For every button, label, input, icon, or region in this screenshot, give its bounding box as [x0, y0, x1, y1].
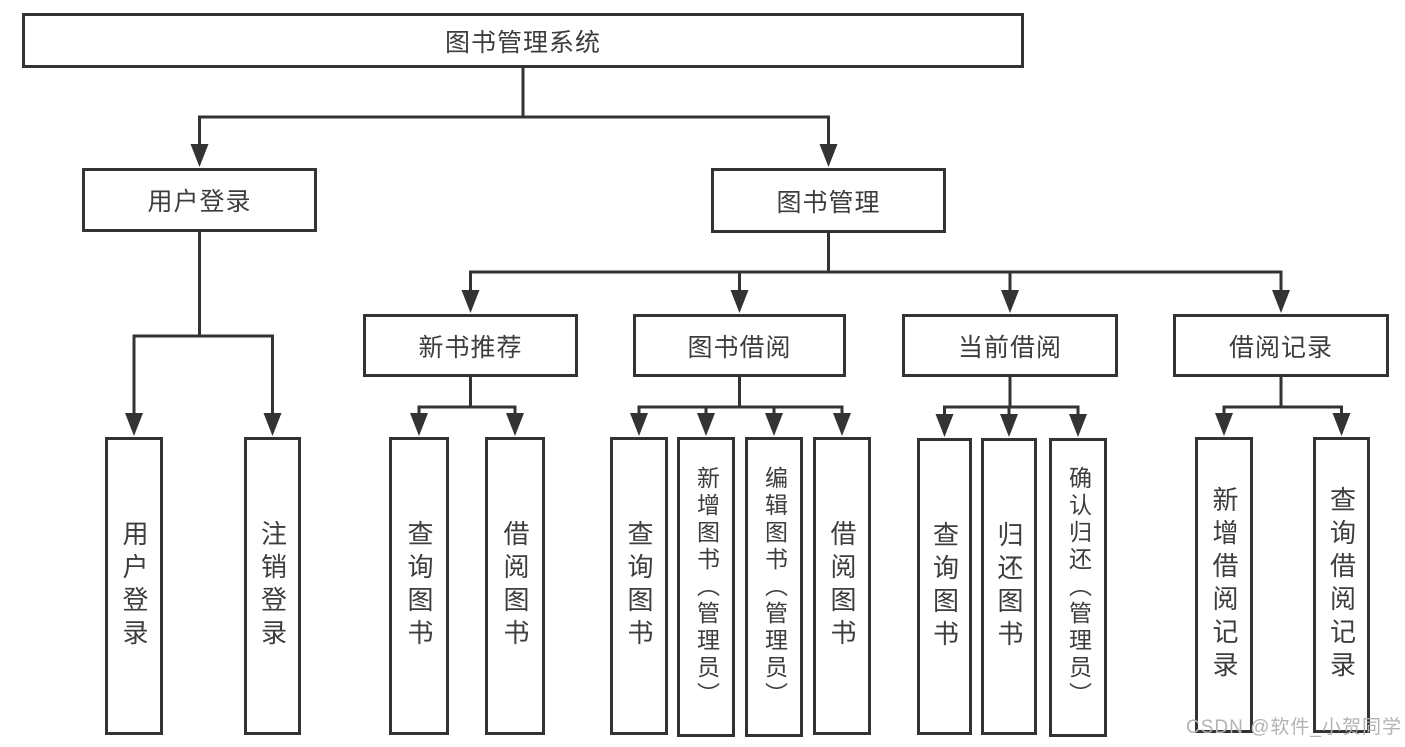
- node-cb-query-books: 查询图书: [917, 438, 972, 735]
- arrowhead: [1001, 290, 1019, 313]
- arrowhead: [630, 413, 648, 436]
- node-root: 图书管理系统: [22, 13, 1024, 68]
- arrowhead: [1215, 413, 1233, 436]
- node-label: 借阅图书: [500, 520, 530, 652]
- arrowhead: [410, 413, 428, 436]
- node-label: 当前借阅: [957, 333, 1062, 362]
- node-label: 借阅图书: [827, 520, 857, 652]
- node-label: 新书推荐: [418, 333, 523, 362]
- node-logout-leaf: 注销登录: [244, 437, 301, 735]
- node-user-login-leaf: 用户登录: [105, 437, 163, 735]
- arrowhead: [819, 144, 838, 167]
- arrowhead: [730, 290, 749, 313]
- arrowhead: [1069, 414, 1087, 437]
- arrowhead: [1272, 290, 1290, 313]
- arrowhead: [506, 413, 524, 436]
- arrowhead: [1332, 413, 1351, 436]
- arrowhead: [461, 290, 480, 313]
- node-rec-query-books: 查询图书: [389, 437, 449, 735]
- node-label: 新增图书（管理员）: [693, 465, 720, 709]
- arrowhead: [263, 413, 282, 436]
- node-rec-borrow-books: 借阅图书: [485, 437, 545, 735]
- node-label: 查询图书: [404, 520, 434, 652]
- arrowhead: [833, 413, 851, 436]
- node-label: 查询借阅记录: [1326, 486, 1357, 684]
- node-br-add-record: 新增借阅记录: [1195, 437, 1253, 733]
- node-label: 图书管理: [776, 188, 881, 217]
- node-bb-query-books: 查询图书: [610, 437, 668, 735]
- node-bb-edit-books: 编辑图书（管理员）: [745, 437, 803, 737]
- node-label: 归还图书: [994, 520, 1024, 653]
- node-bb-add-books: 新增图书（管理员）: [677, 437, 735, 737]
- node-br-query-record: 查询借阅记录: [1313, 437, 1370, 733]
- node-new-book-rec: 新书推荐: [363, 314, 578, 377]
- node-label: 用户登录: [119, 520, 149, 652]
- node-cb-return-books: 归还图书: [981, 438, 1037, 735]
- arrowhead: [697, 413, 715, 436]
- arrowhead: [1000, 414, 1018, 437]
- node-label: 查询图书: [929, 520, 960, 653]
- node-label: 用户登录: [147, 188, 252, 216]
- node-book-borrow: 图书借阅: [633, 314, 846, 377]
- node-label: 注销登录: [257, 520, 288, 652]
- node-cb-confirm-return: 确认归还（管理员）: [1049, 438, 1107, 737]
- arrowhead: [765, 413, 783, 436]
- arrowhead: [190, 144, 209, 167]
- node-borrow-record: 借阅记录: [1173, 314, 1389, 377]
- node-label: 图书管理系统: [444, 28, 601, 57]
- node-label: 编辑图书（管理员）: [761, 465, 788, 709]
- node-label: 确认归还（管理员）: [1065, 466, 1092, 709]
- node-label: 图书借阅: [687, 333, 792, 362]
- arrowhead: [125, 413, 143, 436]
- node-label: 借阅记录: [1228, 333, 1333, 362]
- node-book-mgmt: 图书管理: [711, 168, 946, 233]
- node-current-borrow: 当前借阅: [902, 314, 1118, 377]
- arrowhead: [935, 414, 954, 437]
- watermark: CSDN @软件_小贺同学: [1186, 717, 1402, 738]
- node-label: 新增借阅记录: [1209, 486, 1239, 684]
- node-bb-borrow-books: 借阅图书: [813, 437, 871, 735]
- node-label: 查询图书: [624, 520, 654, 652]
- node-user-login: 用户登录: [82, 168, 317, 232]
